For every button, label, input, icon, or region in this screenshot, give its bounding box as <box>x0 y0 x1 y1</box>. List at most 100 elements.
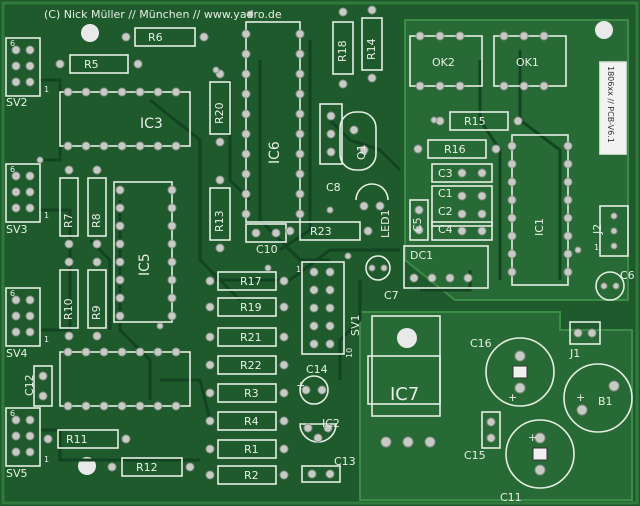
mount-hole-2 <box>595 21 613 39</box>
r13-label: R13 <box>213 210 226 232</box>
c16-outline <box>485 337 555 407</box>
c5-label: C5 <box>411 217 424 232</box>
r2-outline <box>217 465 277 485</box>
c4-outline <box>431 221 493 241</box>
c13-label: C13 <box>334 455 356 468</box>
c7-label: C7 <box>384 289 399 302</box>
r9-label: R9 <box>90 305 103 320</box>
r17-label: R17 <box>240 275 262 288</box>
r6-outline <box>134 27 196 47</box>
ic5-label: IC5 <box>137 253 153 276</box>
ok1-outline <box>493 35 567 87</box>
r19-label: R19 <box>240 301 262 314</box>
r13-outline <box>209 187 231 241</box>
r7-label: R7 <box>62 213 75 228</box>
q1-outline <box>339 111 377 171</box>
ic2-label: IC2 <box>322 417 340 430</box>
c15-label: C15 <box>464 449 486 462</box>
c8-outline <box>319 103 343 165</box>
j2-outline <box>599 205 629 257</box>
dc1-outline <box>403 245 489 289</box>
pcb-version-text: 1806xx // PCB-V6.1 <box>606 66 615 143</box>
c6-label: C6 <box>620 269 635 282</box>
c16-stripe <box>512 365 528 379</box>
c11-stripe <box>532 447 548 461</box>
r18-outline <box>332 21 354 75</box>
ic4-pads <box>63 347 181 411</box>
ic1-outline <box>511 134 569 286</box>
r21-label: R21 <box>240 331 262 344</box>
c14-label: C14 <box>306 363 328 376</box>
r16-label: R16 <box>444 143 466 156</box>
r15-label: R15 <box>464 115 486 128</box>
ic1-pads <box>507 141 573 277</box>
r17-outline <box>217 271 277 291</box>
ic7-label: IC7 <box>390 384 420 405</box>
sv4-label: SV4 <box>6 347 28 360</box>
resistor-pads <box>43 5 523 480</box>
r22-label: R22 <box>240 359 262 372</box>
sv5-pin6: 6 <box>10 409 16 418</box>
j2-pin1-mark: 1 <box>594 243 600 252</box>
c11-plus-mark: + <box>528 431 538 444</box>
sv4-pin1: 1 <box>44 335 50 344</box>
r9-outline <box>87 269 107 329</box>
sv4-outline <box>5 287 41 347</box>
r8-outline <box>87 177 107 237</box>
c11-outline <box>505 419 575 489</box>
r4-outline <box>217 411 277 431</box>
c7-outline <box>365 255 391 281</box>
r15-outline <box>449 111 509 131</box>
vias <box>36 10 582 330</box>
r2-label: R2 <box>244 469 259 482</box>
c5-outline <box>409 199 429 241</box>
ic5-pads <box>115 185 177 321</box>
r22-outline <box>217 355 277 375</box>
sv4-pads <box>11 295 35 337</box>
sv4-pin6: 6 <box>10 289 16 298</box>
ok1-label: OK1 <box>516 56 539 69</box>
ok2-label: OK2 <box>432 56 455 69</box>
sv2-outline <box>5 37 41 97</box>
sv1-pin10-mark: 10 <box>345 347 354 358</box>
led1-outline <box>355 183 389 201</box>
r11-label: R11 <box>66 433 88 446</box>
r23-label: R23 <box>310 225 332 238</box>
c1c2-outline <box>431 185 493 227</box>
sv3-pin1: 1 <box>44 211 50 220</box>
c14-plus-mark: + <box>296 379 306 392</box>
silkscreen-outlines <box>5 17 633 489</box>
r14-outline <box>361 17 383 71</box>
sv3-outline <box>5 163 41 223</box>
ic6-outline <box>245 21 301 223</box>
j1-label: J1 <box>570 347 581 360</box>
r12-label: R12 <box>136 461 158 474</box>
r12-outline <box>121 457 183 477</box>
ic6-label: IC6 <box>267 141 283 164</box>
r3-outline <box>217 383 277 403</box>
led1-label: LED1 <box>379 209 392 238</box>
sv5-outline <box>5 407 41 467</box>
b1-outline <box>563 363 633 433</box>
c8-label: C8 <box>326 181 341 194</box>
r11-outline <box>57 429 119 449</box>
r14-label: R14 <box>365 38 378 60</box>
r1-label: R1 <box>244 443 259 456</box>
ic1-label: IC1 <box>533 218 546 236</box>
solder-pads <box>11 5 620 480</box>
label-box <box>599 61 627 155</box>
ground-pour-bottom <box>359 311 633 501</box>
credit-text: (C) Nick Müller // München // www.yadro.… <box>44 8 282 21</box>
mount-hole-1 <box>81 24 99 42</box>
r3-label: R3 <box>244 387 259 400</box>
dc1-ic7-pads <box>380 273 473 448</box>
c2-label: C2 <box>438 205 453 218</box>
mount-hole-4 <box>397 328 417 348</box>
r16-outline <box>427 139 487 159</box>
c15-outline <box>481 411 501 449</box>
q1-label: Q1 <box>355 144 368 160</box>
ic3-pads <box>63 87 181 151</box>
sv5-label: SV5 <box>6 467 28 480</box>
r10-outline <box>59 269 79 329</box>
c1-label: C1 <box>438 187 453 200</box>
